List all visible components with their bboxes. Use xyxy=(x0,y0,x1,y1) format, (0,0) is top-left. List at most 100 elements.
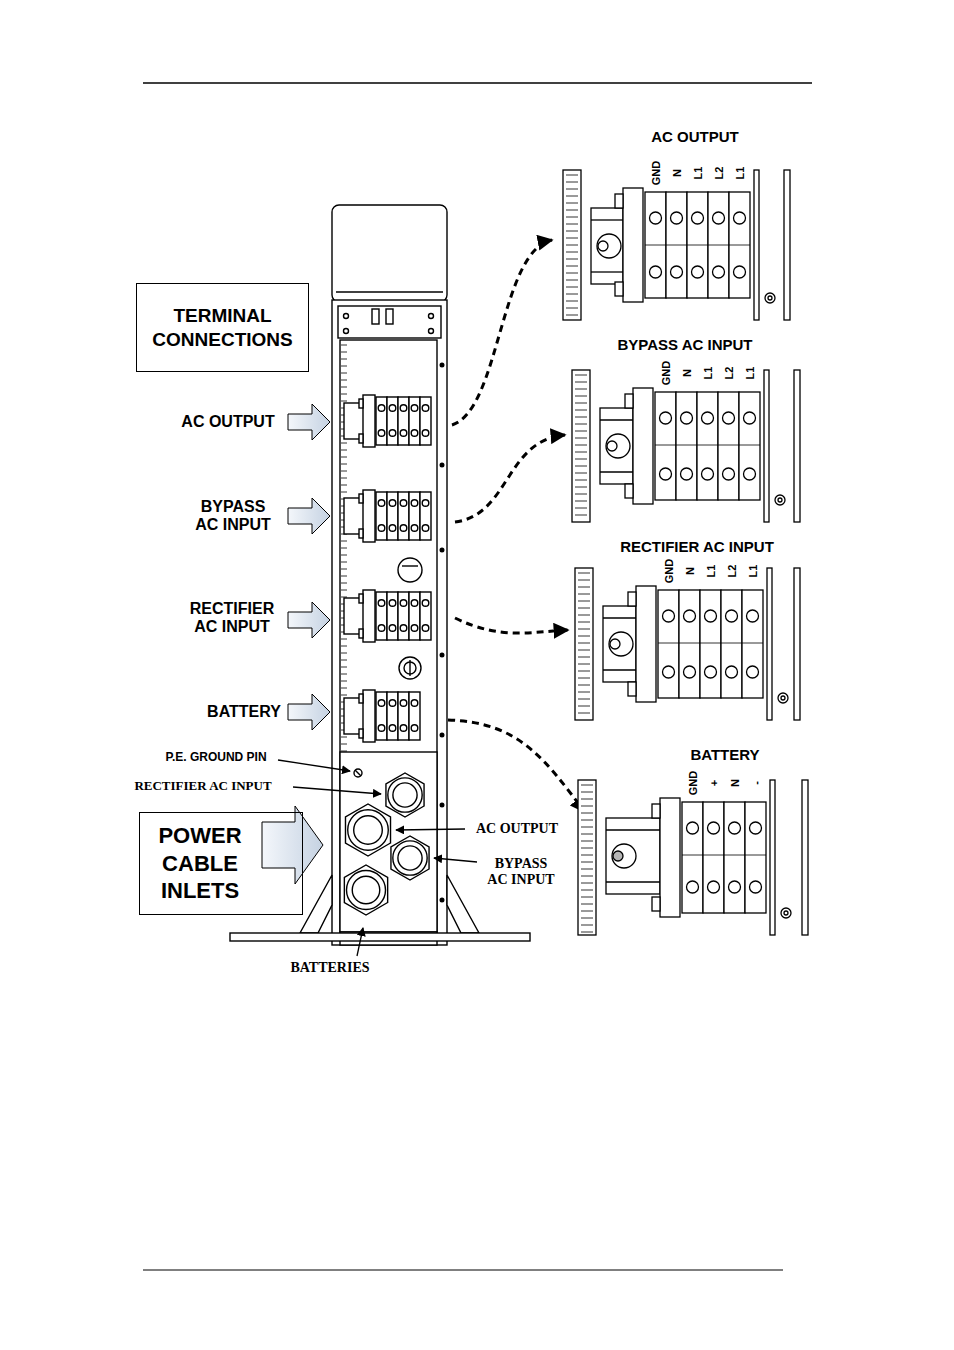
detail-arrow xyxy=(455,435,565,522)
terminal-screw xyxy=(726,610,738,622)
rail-hatch xyxy=(566,266,578,267)
rail-hatch xyxy=(566,245,578,246)
detail-heading: AC OUTPUT xyxy=(575,126,815,148)
part-label: RECTIFIER AC INPUT xyxy=(134,779,271,794)
end-clamp xyxy=(363,690,375,742)
rail-hatch xyxy=(341,674,347,675)
cable-hole xyxy=(399,657,421,679)
screw xyxy=(344,329,349,334)
side-rail xyxy=(794,370,800,522)
clamp-tab xyxy=(628,682,636,696)
din-edge xyxy=(591,219,623,220)
terminal-cell xyxy=(682,802,703,913)
rail-hatch xyxy=(575,396,587,397)
clamp-tab xyxy=(628,592,636,606)
rail-slot-pin xyxy=(613,851,623,861)
cell-divider xyxy=(666,245,687,246)
terminal-cell xyxy=(703,802,724,913)
side-rail xyxy=(784,170,790,320)
terminal-screw xyxy=(411,625,418,632)
hole-mark xyxy=(402,565,418,566)
rail-hatch xyxy=(581,806,593,807)
rail-hatch xyxy=(578,692,590,693)
din-rail xyxy=(600,408,633,484)
side-rail xyxy=(764,370,769,522)
din-edge xyxy=(606,881,660,882)
terminal-screw xyxy=(663,610,675,622)
rail-hatch xyxy=(341,359,347,360)
terminal-cell xyxy=(655,392,676,500)
part-label: AC OUTPUT xyxy=(476,821,558,837)
rail-hatch xyxy=(575,459,587,460)
rail-hatch xyxy=(578,615,590,616)
screw xyxy=(778,693,788,703)
rail-hatch xyxy=(341,352,347,353)
terminal-screw xyxy=(422,430,429,437)
detail-heading: BYPASS AC INPUT xyxy=(565,334,805,356)
terminal-cell xyxy=(679,590,700,698)
screw xyxy=(344,314,349,319)
rail-hatch xyxy=(578,671,590,672)
rail-hatch xyxy=(341,345,347,346)
side-rail xyxy=(770,780,775,935)
rail-hatch xyxy=(581,890,593,891)
rail-hatch xyxy=(341,443,347,444)
rail-hatch xyxy=(578,580,590,581)
pin-name: L1 xyxy=(705,565,716,578)
power-arrow xyxy=(262,806,323,884)
pin-name: L1 xyxy=(692,167,703,180)
rail-hatch xyxy=(341,646,347,647)
terminal-cell xyxy=(398,692,409,740)
rail-hatch xyxy=(581,785,593,786)
cell-divider xyxy=(679,643,700,644)
terminal-screw xyxy=(692,212,704,224)
gland-ring xyxy=(393,783,417,807)
terminal-screw xyxy=(734,266,746,278)
gland-ring xyxy=(347,871,386,910)
terminal-screw xyxy=(378,405,385,412)
leader-line xyxy=(278,760,350,771)
terminal-cell xyxy=(398,397,409,445)
screw xyxy=(784,911,788,915)
footer-rule xyxy=(143,1270,783,1271)
cell-divider xyxy=(658,643,679,644)
terminal-screw xyxy=(729,822,741,834)
terminal-screw xyxy=(681,468,693,480)
rail-hatch xyxy=(341,387,347,388)
terminal-cell xyxy=(376,592,387,640)
rail-hatch xyxy=(581,876,593,877)
terminal-detail: BATTERY xyxy=(605,744,845,766)
rail-hatch xyxy=(566,196,578,197)
cell-divider xyxy=(724,855,745,856)
side-dot xyxy=(440,733,444,737)
side-dot xyxy=(440,363,444,367)
rail-hatch xyxy=(575,487,587,488)
gland-ring xyxy=(388,778,422,812)
terminal-screw xyxy=(378,725,385,732)
din-edge xyxy=(603,617,636,618)
inner-frame xyxy=(340,340,437,932)
terminal-screw xyxy=(671,266,683,278)
rail-hatch xyxy=(578,699,590,700)
terminal-screw xyxy=(744,412,756,424)
pe-ground-pin xyxy=(354,769,362,777)
rail-hatch xyxy=(566,315,578,316)
terminal-screw xyxy=(422,525,429,532)
terminal-screw xyxy=(687,822,699,834)
terminal-screw xyxy=(400,500,407,507)
rail-hatch xyxy=(341,380,347,381)
terminal-cell xyxy=(409,592,420,640)
rail-hatch xyxy=(581,820,593,821)
cable-gland xyxy=(391,836,429,880)
rail-hatch xyxy=(566,224,578,225)
detail-arrow xyxy=(448,720,585,812)
rail-hatch xyxy=(566,189,578,190)
cell-divider xyxy=(687,245,708,246)
cell-divider xyxy=(708,245,729,246)
pin-name: N xyxy=(729,779,740,787)
cell-divider xyxy=(682,855,703,856)
rail-hatch xyxy=(578,678,590,679)
terminal-screw xyxy=(389,625,396,632)
terminal-screw xyxy=(687,881,699,893)
